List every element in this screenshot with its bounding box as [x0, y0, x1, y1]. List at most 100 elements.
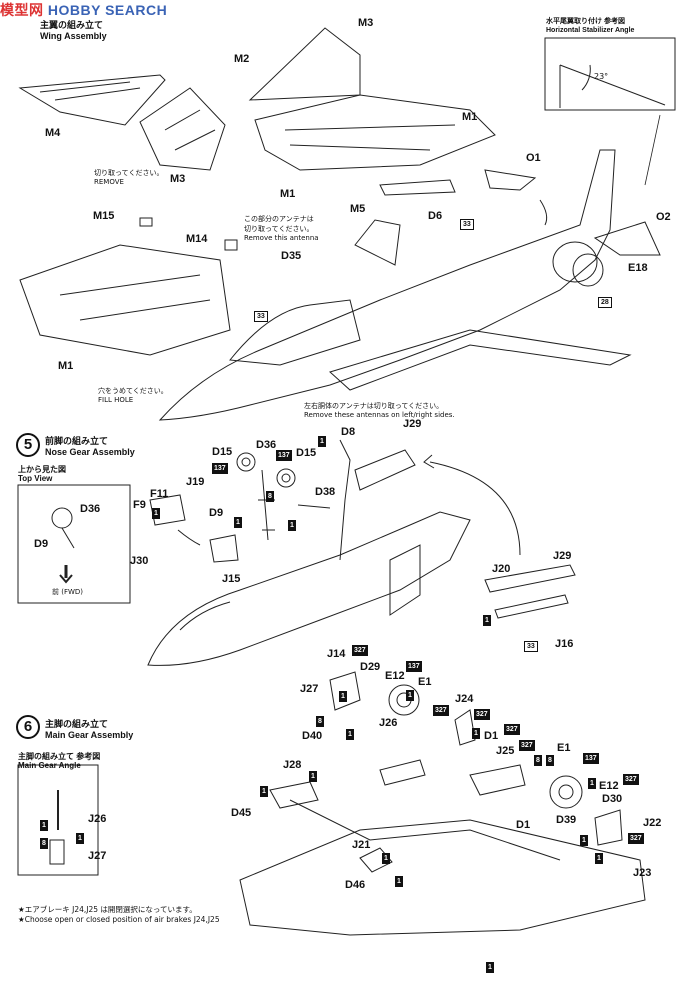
part-label: J26	[88, 813, 107, 825]
note-remove: 切り取ってください。 REMOVE	[94, 168, 163, 186]
paint-badge: 327	[623, 774, 639, 785]
main-gear-ref-jp: 主脚の組み立て 参考図	[18, 752, 101, 761]
footnote: ★エアブレーキ J24,J25 は開閉選択になっています。 ★Choose op…	[18, 904, 220, 924]
paint-badge: 1	[346, 729, 354, 740]
paint-badge: 1	[595, 853, 603, 864]
part-label: J22	[643, 817, 662, 829]
note-antenna-en: Remove this antenna	[244, 234, 319, 242]
note-remove-jp: 切り取ってください。	[94, 169, 164, 177]
part-label: E12	[385, 670, 405, 682]
paint-badge: 327	[628, 833, 644, 844]
part-label: J14	[327, 648, 346, 660]
paint-badge: 1	[152, 508, 160, 519]
paint-badge: 8	[546, 755, 554, 766]
note-antenna: この部分のアンテナは 切り取ってください。 Remove this antenn…	[244, 214, 319, 242]
paint-badge: 1	[588, 778, 596, 789]
watermark-logo-text: 模型网	[0, 2, 44, 18]
part-label: D29	[360, 661, 381, 673]
paint-badge: 1	[318, 436, 326, 447]
paint-badge: 1	[382, 853, 390, 864]
part-label: D8	[341, 426, 356, 438]
part-label: D1	[516, 819, 531, 831]
part-label: J28	[283, 759, 302, 771]
paint-badge: 33	[460, 219, 474, 230]
part-label: J27	[300, 683, 319, 695]
nose-gear-title: 前脚の組み立て Nose Gear Assembly	[45, 436, 135, 458]
paint-badge: 28	[598, 297, 612, 308]
paint-badge: 1	[76, 833, 84, 844]
part-label: D1	[484, 730, 499, 742]
main-gear-title: 主脚の組み立て Main Gear Assembly	[45, 719, 133, 741]
top-view-jp: 上から見た図	[18, 465, 66, 474]
part-label: E18	[628, 262, 648, 274]
paint-badge: 137	[583, 753, 599, 764]
note-fill-en: FILL HOLE	[98, 396, 134, 404]
paint-badge: 327	[352, 645, 368, 656]
part-label: D40	[302, 730, 323, 742]
part-label: J21	[352, 839, 371, 851]
paint-badge: 1	[309, 771, 317, 782]
watermark-text: HOBBY SEARCH	[47, 2, 168, 18]
part-label: D35	[281, 250, 302, 262]
stabilizer-title: 水平尾翼取り付け 参考図 Horizontal Stabilizer Angle	[546, 17, 634, 35]
part-label: M5	[350, 203, 366, 215]
paint-badge: 1	[406, 690, 414, 701]
part-label: E12	[599, 780, 619, 792]
top-view-en: Top View	[18, 474, 53, 483]
paint-badge: 8	[266, 491, 274, 502]
paint-badge: 1	[234, 517, 242, 528]
stabilizer-title-jp: 水平尾翼取り付け 参考図	[546, 18, 625, 25]
part-label: J29	[553, 550, 572, 562]
paint-badge: 137	[406, 661, 422, 672]
part-label: D15	[296, 447, 317, 459]
part-label: J23	[633, 867, 652, 879]
part-label: D39	[556, 814, 577, 826]
step-number: 6	[16, 715, 40, 739]
part-label: J29	[403, 418, 422, 430]
part-label: D45	[231, 807, 252, 819]
part-label: O1	[526, 152, 541, 164]
paint-badge: 8	[534, 755, 542, 766]
watermark-logo: 模型网 HOBBY SEARCH	[0, 0, 167, 20]
part-label: J19	[186, 476, 205, 488]
note-lr-jp: 左右胴体のアンテナは切り取ってください。	[304, 402, 444, 410]
wing-assembly-title: 主翼の組み立て Wing Assembly	[40, 20, 107, 42]
step-number: 5	[16, 433, 40, 457]
part-label: E1	[557, 742, 571, 754]
part-label: D38	[315, 486, 336, 498]
paint-badge: 1	[288, 520, 296, 531]
main-gear-ref-en: Main Gear Angle	[18, 761, 81, 770]
part-label: J20	[492, 563, 511, 575]
main-gear-title-jp: 主脚の組み立て	[45, 719, 109, 729]
part-label: D15	[212, 446, 233, 458]
part-label: J27	[88, 850, 107, 862]
top-view-title: 上から見た図 Top View	[18, 465, 66, 483]
part-label: J25	[496, 745, 515, 757]
part-label: M1	[58, 360, 74, 372]
part-label: D9	[34, 538, 49, 550]
paint-badge: 33	[524, 641, 538, 652]
fwd-label: 前 (FWD)	[52, 588, 84, 596]
note-antenna-jp: この部分のアンテナは 切り取ってください。	[244, 215, 314, 233]
part-label: D30	[602, 793, 623, 805]
footnote-en: ★Choose open or closed position of air b…	[18, 915, 220, 924]
paint-badge: 137	[276, 450, 292, 461]
note-fill-hole: 穴をうめてください。 FILL HOLE	[98, 386, 168, 404]
part-label: M1	[462, 111, 478, 123]
main-gear-title-en: Main Gear Assembly	[45, 730, 134, 740]
part-label: D36	[80, 503, 101, 515]
paint-badge: 1	[580, 835, 588, 846]
part-label: M1	[280, 188, 296, 200]
paint-badge: 8	[40, 838, 48, 849]
part-label: M15	[93, 210, 115, 222]
paint-badge: 327	[504, 724, 520, 735]
stabilizer-angle: 23°	[594, 72, 609, 81]
note-lr-antenna: 左右胴体のアンテナは切り取ってください。 Remove these antenn…	[304, 401, 455, 419]
paint-badge: 8	[316, 716, 324, 727]
paint-badge: 1	[395, 876, 403, 887]
part-label: D6	[428, 210, 443, 222]
part-label: E1	[418, 676, 432, 688]
part-label: M3	[358, 17, 374, 29]
part-label: J16	[555, 638, 574, 650]
part-label: F11	[150, 488, 169, 500]
